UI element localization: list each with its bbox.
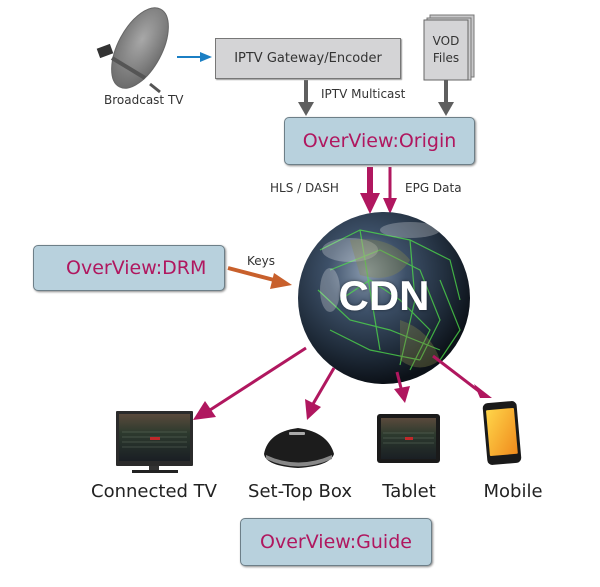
arrow-cdn-to-set-top-box	[305, 367, 336, 420]
arrow-cdn-to-mobile	[432, 354, 492, 398]
tablet-icon	[377, 414, 440, 463]
cdn-label: CDN	[338, 272, 430, 319]
cdn-globe-icon	[298, 212, 470, 384]
iptv-multicast-label: IPTV Multicast	[321, 87, 406, 101]
iptv-gateway-encoder-box[interactable]: IPTV Gateway/Encoder	[215, 38, 401, 79]
mobile-phone-icon	[482, 401, 522, 465]
set-top-box-icon	[264, 428, 334, 468]
broadcast-tv-label: Broadcast TV	[104, 93, 184, 107]
arrow-drm-keys	[227, 266, 292, 289]
overview-drm-box[interactable]: OverView:DRM	[33, 245, 225, 291]
iptv-gateway-encoder-label: IPTV Gateway/Encoder	[234, 51, 382, 66]
overview-origin-label: OverView:Origin	[302, 130, 457, 152]
hls-dash-label: HLS / DASH	[270, 181, 339, 195]
arrow-vod-to-origin	[438, 80, 454, 116]
device-label-set-top-box: Set-Top Box	[248, 481, 352, 502]
device-label-connected-tv: Connected TV	[91, 481, 217, 502]
epg-data-label: EPG Data	[405, 181, 462, 195]
arrow-epg-data	[383, 167, 397, 214]
files-label: Files	[432, 51, 460, 65]
arrow-cdn-to-tablet	[394, 371, 410, 403]
overview-guide-box[interactable]: OverView:Guide	[240, 518, 432, 566]
vod-files-box[interactable]: VOD Files	[424, 20, 468, 80]
arrow-cdn-to-connected-tv	[193, 346, 307, 420]
overview-guide-label: OverView:Guide	[260, 531, 412, 553]
arrow-gateway-to-origin	[298, 80, 314, 116]
arrow-broadcast-to-gateway	[177, 52, 212, 62]
overview-drm-label: OverView:DRM	[66, 257, 207, 279]
arrow-hls-dash	[360, 167, 380, 214]
device-label-tablet: Tablet	[382, 481, 436, 502]
satellite-dish-icon	[96, 7, 169, 94]
vod-label: VOD	[432, 34, 460, 48]
device-label-mobile: Mobile	[483, 481, 543, 502]
overview-origin-box[interactable]: OverView:Origin	[284, 117, 475, 165]
connected-tv-icon	[116, 411, 193, 473]
keys-label: Keys	[247, 254, 276, 268]
